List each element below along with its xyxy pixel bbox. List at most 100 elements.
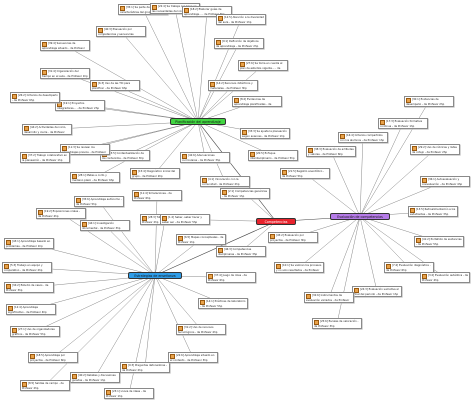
quote-node[interactable]: [19:2] Exposiciones orales - de Profesor…: [36, 208, 86, 219]
quote-text: [3:2] Evaluación auténtica - de Profesor…: [422, 274, 469, 282]
quote-node[interactable]: [20:5] Enfoque interdisciplinario - de P…: [248, 150, 298, 161]
quote-text: [40:3] Planeación por competencias y sec…: [98, 28, 134, 36]
connector-line: [304, 173, 361, 217]
quote-node[interactable]: [38:3] Evaluación de actitudes y valores…: [306, 146, 356, 157]
quote-node[interactable]: [19:1] Proyectos integradores... - de Pr…: [55, 100, 105, 111]
quote-node[interactable]: [40:2] Debates y discusiones guiadas - d…: [70, 372, 120, 383]
quote-node[interactable]: [28:1] Metas a corto y mediano plazo - d…: [70, 172, 120, 183]
quote-text: [23:1] Lluvia de ideas - de Profesor 1hp: [106, 390, 146, 398]
quote-node[interactable]: [14:2] Recursos didácticos y materiales …: [208, 80, 258, 91]
connector-line: [124, 121, 199, 156]
quote-node[interactable]: [27:1] Uso de organizadores gráficos - d…: [10, 326, 60, 337]
quote-node[interactable]: [32:6] Instrumentos de evaluación variad…: [304, 292, 354, 303]
quote-text: [34:2] Estudio de casos - de Profesor 3h…: [6, 284, 49, 292]
connector-line: [154, 195, 158, 276]
quote-text: [35:1] Se parte de las características d…: [120, 6, 156, 14]
quote-node[interactable]: [23:1] Lluvia de ideas - de Profesor 1hp: [104, 388, 154, 399]
quote-node[interactable]: [43:1] Aprendizaje basado en problemas -…: [4, 238, 54, 249]
quote-node[interactable]: [18:5] Aprendizaje por proyectos - de Pr…: [28, 352, 78, 363]
connector-line: [120, 31, 199, 122]
quote-text: [39:4] Secuencias de aprendizaje situado…: [42, 42, 85, 50]
quote-node[interactable]: [10:1] Se valoran los procesos y no solo…: [274, 262, 324, 273]
quote-node[interactable]: [39:4] Secuencias de aprendizaje situado…: [40, 40, 90, 51]
quote-node[interactable]: [21:5] Registro anecdótico - de Profesor…: [280, 168, 330, 179]
quote-node[interactable]: [40:3] Planeación por competencias y sec…: [96, 26, 146, 37]
connector-line: [197, 121, 274, 156]
quote-node[interactable]: [46:3] Competencias disciplinares - de P…: [216, 246, 266, 257]
connector-line: [30, 275, 156, 310]
quote-node[interactable]: [3:2] Evaluación auténtica - de Profesor…: [420, 272, 470, 283]
quote-node[interactable]: [11:4] Simulaciones - de Profesor 6hp: [132, 190, 182, 201]
quote-text: [40:2] Debates y discusiones guiadas - d…: [72, 374, 116, 382]
quote-node[interactable]: [14:1] Prácticas de laboratorio - de Pro…: [198, 298, 248, 309]
quote-text: [36:1] Autoevaluación y coevaluación - d…: [422, 178, 463, 186]
quote-node[interactable]: [6:5] Mapas conceptuales - de Profesor 1…: [176, 234, 226, 245]
quote-node[interactable]: [17:3] Evaluación formativa continua - d…: [378, 118, 428, 129]
quote-node[interactable]: [37:4] Juego de roles - de Profesor 6hp: [206, 272, 256, 283]
quote-node[interactable]: [22:6] Aprendizaje situado en el context…: [168, 352, 218, 363]
quote-text: [11:3] Se revisan los aprendizajes previ…: [62, 146, 107, 154]
quote-node[interactable]: [35:6] Aprendizaje autónomo - de Profeso…: [74, 196, 124, 207]
quote-node[interactable]: [2:1] Competencias genéricas - de Profes…: [220, 188, 270, 199]
quote-node[interactable]: [18:2] Elaborar guías de aprendizaje... …: [182, 6, 232, 17]
quote-node[interactable]: [45:2] Evaluación por proyectos - de Pro…: [268, 232, 318, 243]
quote-text: [29:2] Uso de rúbricas y listas de cotej…: [412, 146, 457, 154]
quote-node[interactable]: [16:4] Criterios compartidos con los alu…: [338, 132, 388, 143]
quote-text: [42:6] Adecuaciones curriculares - de Pr…: [182, 154, 221, 162]
quote-node[interactable]: [41:2] Portafolio de evidencias - de Pro…: [414, 236, 464, 247]
quote-text: [19:2] Exposiciones orales - de Profesor…: [38, 210, 80, 218]
quote-node[interactable]: [31:2] Uso de recursos tecnológicos - de…: [176, 324, 226, 335]
quote-node[interactable]: [27:6] Se toma en cuenta el plan de estu…: [238, 60, 288, 71]
connector-line: [94, 121, 199, 178]
quote-text: [27:1] Uso de organizadores gráficos - d…: [12, 328, 55, 336]
quote-text: [11:4] Simulaciones - de Profesor 6hp: [134, 192, 172, 200]
quote-node[interactable]: [12:4] Aprendizaje significativo - de Pr…: [6, 304, 56, 315]
quote-node[interactable]: [15:4] Diagnóstico inicial del grupo - d…: [130, 168, 180, 179]
quote-node[interactable]: [44:1] Investigación documental - de Pro…: [80, 220, 130, 231]
quote-node[interactable]: [6:3] Uso de las TIC para planificar - d…: [90, 80, 140, 91]
connector-line: [60, 213, 156, 276]
quote-node[interactable]: [9:3] Preguntas detonadoras - de Profeso…: [120, 362, 170, 373]
quote-text: [13:5] Retroalimentación a los estudiant…: [410, 208, 456, 216]
quote-node[interactable]: [8:2] Evidencias de aprendizaje planific…: [232, 96, 282, 107]
quote-node[interactable]: [34:2] Estudio de casos - de Profesor 3h…: [4, 282, 54, 293]
quote-node[interactable]: [31:4] Organización del tiempo en el aul…: [40, 68, 90, 79]
quote-node[interactable]: [30:1] Evidencias de desempeño - de Prof…: [404, 96, 454, 107]
quote-node[interactable]: [13:5] Retroalimentación a los estudiant…: [408, 206, 458, 217]
quote-node[interactable]: [29:2] Uso de rúbricas y listas de cotej…: [410, 144, 460, 155]
quote-node[interactable]: [35:1] Se parte de las características d…: [118, 4, 168, 15]
connector-line: [298, 216, 361, 268]
quote-node[interactable]: [4:1] Vinculación con la comunidad - de …: [200, 176, 250, 187]
connector-line: [359, 137, 364, 217]
quote-text: [12:5] Atención a la diversidad del aula…: [218, 16, 264, 24]
quote-node[interactable]: [26:2] Criterios de desempeño - de Profe…: [10, 92, 60, 103]
connector-line: [104, 225, 156, 276]
quote-node[interactable]: [42:6] Adecuaciones curriculares - de Pr…: [180, 152, 230, 163]
quote-node[interactable]: [1:2] Saber, saber hacer y saber ser - d…: [160, 214, 210, 225]
quote-node[interactable]: [36:1] Autoevaluación y coevaluación - d…: [420, 176, 470, 187]
quote-node[interactable]: [12:5] Atención a la diversidad del aula…: [216, 14, 266, 25]
hub-green[interactable]: Planificación del aprendizaje: [170, 118, 226, 125]
quote-node[interactable]: [37:2] Trabajo colaborativo en la planea…: [20, 152, 70, 163]
hub-purple[interactable]: Evaluación de competencias: [330, 213, 390, 220]
quote-node[interactable]: [44:2] Actividades de inicio, desarrollo…: [22, 124, 72, 135]
hub-link: [197, 121, 277, 222]
hub-link: [154, 221, 277, 276]
connector-line: [330, 151, 361, 217]
quote-node[interactable]: [8:5] Salidas de campo - de Profesor 2hp: [20, 380, 70, 391]
connector-line: [142, 9, 199, 122]
quote-node[interactable]: [24:3] Evaluación sumativa al final del …: [352, 286, 402, 297]
hub-red[interactable]: Competencias: [256, 218, 296, 225]
quote-text: [37:2] Trabajo colaborativo en la planea…: [22, 154, 68, 162]
hub-blue[interactable]: Estrategias de enseñanza: [128, 272, 182, 279]
quote-node[interactable]: [5:3] Trabajo en equipo y cooperativo - …: [2, 262, 52, 273]
quote-text: [18:2] Elaborar guías de aprendizaje... …: [184, 8, 225, 16]
connector-line: [197, 65, 264, 122]
quote-node[interactable]: [7:4] Evaluación diagnóstica - de Profes…: [384, 262, 434, 273]
quote-node[interactable]: [33:3] Se ajusta la planeación según ava…: [240, 128, 290, 139]
quote-node[interactable]: [9:1] Definición de objetivos de aprendi…: [214, 38, 264, 49]
quote-node[interactable]: [11:3] Se revisan los aprendizajes previ…: [60, 144, 110, 155]
quote-node[interactable]: [25:6] Escalas de valoración - de Profes…: [312, 318, 362, 329]
connector-line: [128, 275, 156, 394]
